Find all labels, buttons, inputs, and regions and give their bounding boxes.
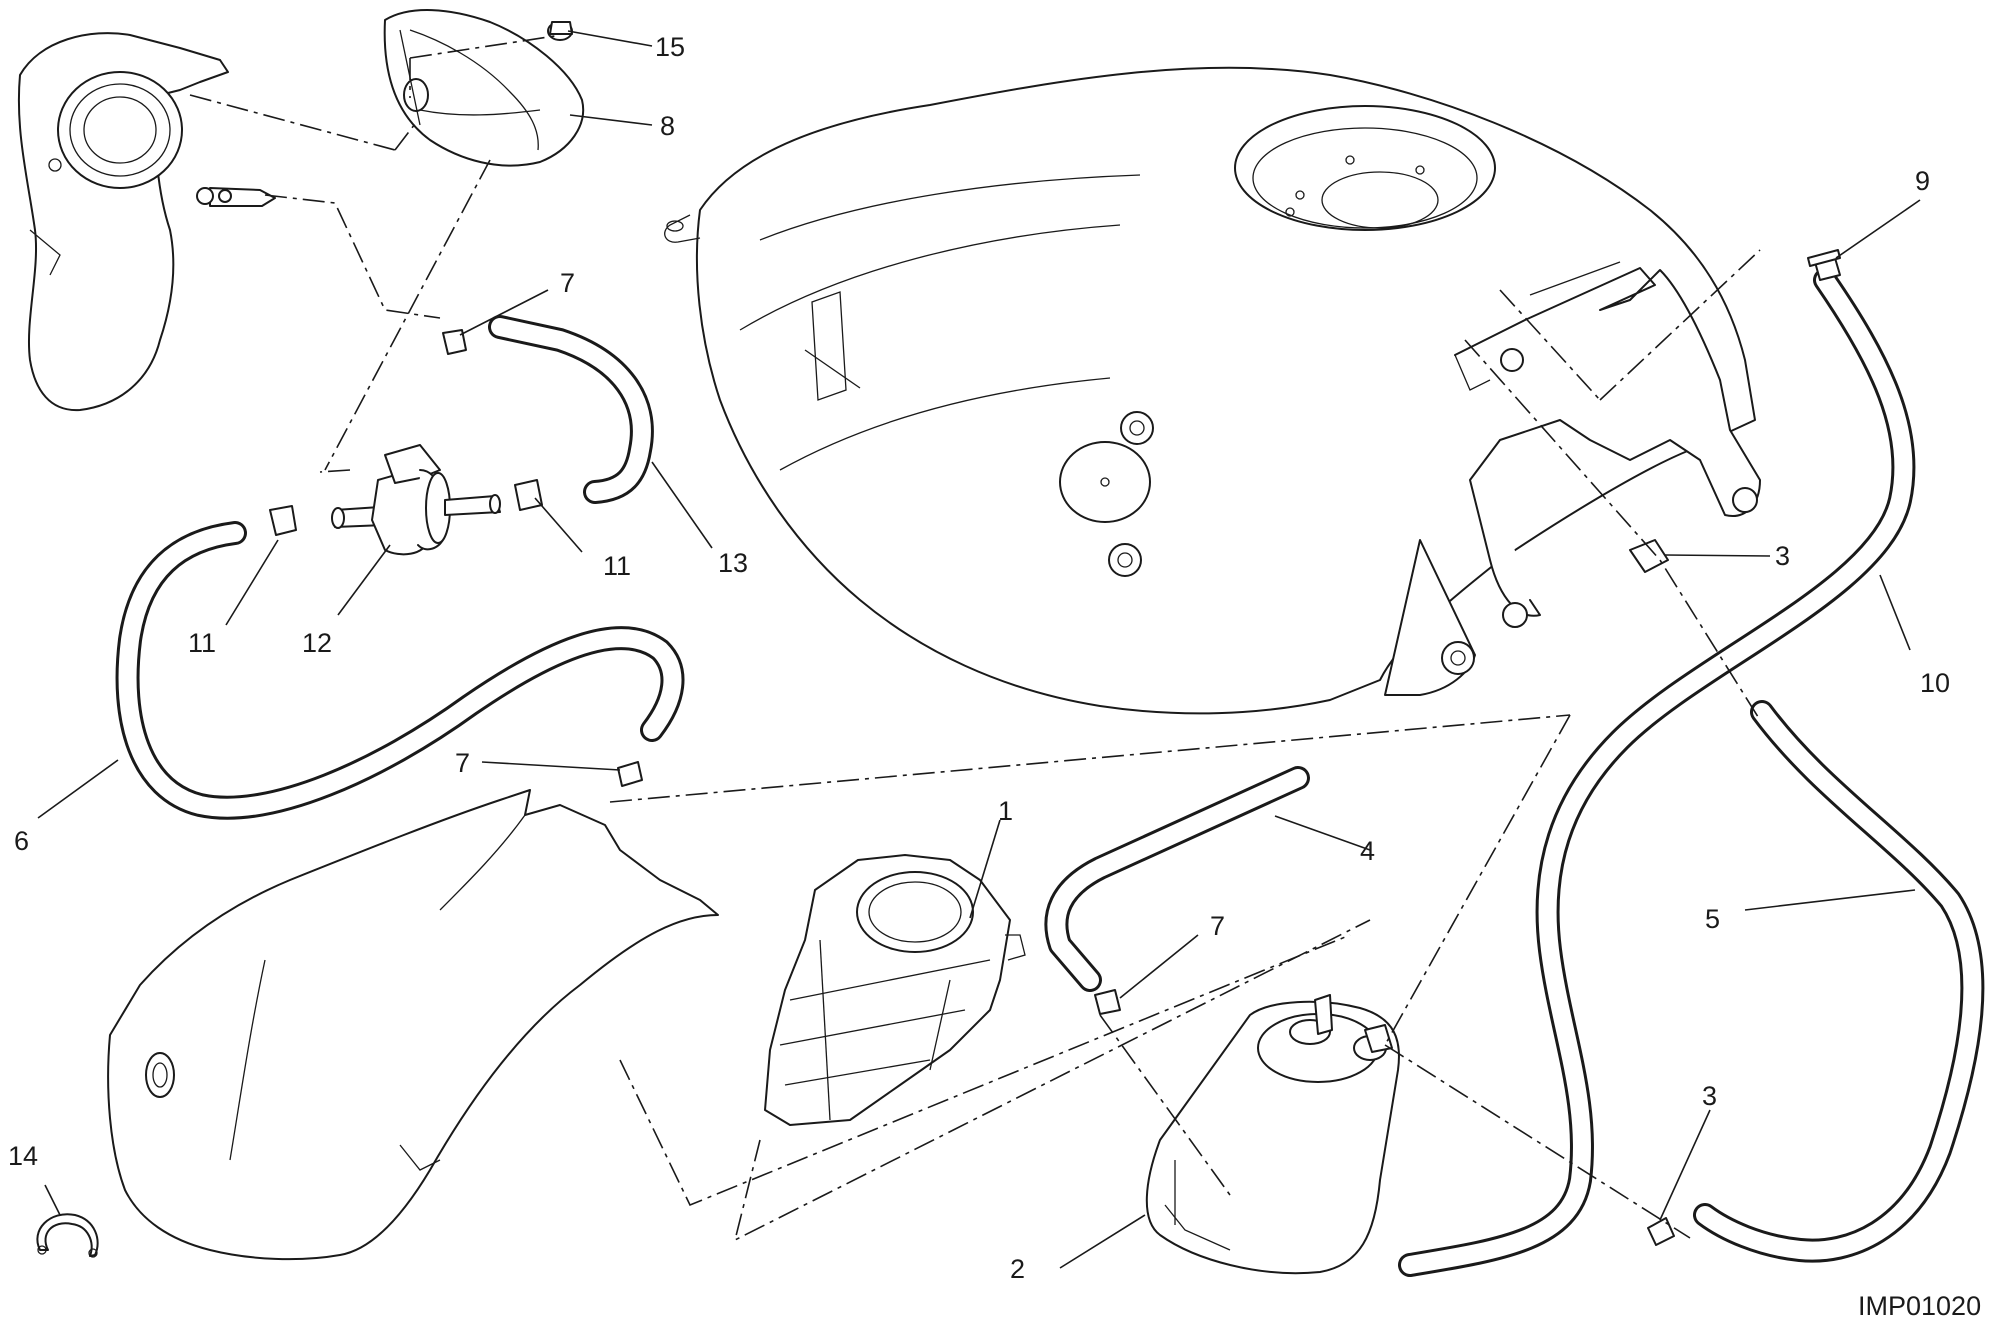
callout-8: 8 — [660, 111, 675, 141]
callout-11: 11 — [603, 551, 631, 581]
callout-leaders — [37, 30, 1921, 1269]
clip — [36, 1213, 99, 1258]
hose-6 — [115, 521, 685, 820]
callout-7: 7 — [1210, 911, 1225, 941]
hose-5 — [1693, 700, 1985, 1263]
callout-6: 6 — [14, 826, 29, 856]
heat-shield — [383, 9, 585, 167]
callout-13: 13 — [718, 548, 748, 578]
fuel-tank — [664, 66, 1761, 715]
callout-12: 12 — [302, 628, 332, 658]
callout-2: 2 — [1010, 1254, 1025, 1284]
callout-5: 5 — [1705, 904, 1720, 934]
callout-labels: 15 8 7 13 11 12 11 6 7 1 4 7 2 14 9 3 10… — [8, 32, 1981, 1321]
callout-7: 7 — [455, 748, 470, 778]
hose-4 — [1044, 766, 1310, 992]
callout-3: 3 — [1775, 541, 1790, 571]
callout-9: 9 — [1915, 166, 1930, 196]
callout-7: 7 — [560, 268, 575, 298]
callout-3: 3 — [1702, 1081, 1717, 1111]
callout-11: 11 — [188, 628, 216, 658]
assembly-guide-lines — [189, 35, 1761, 1242]
canister-bracket — [764, 854, 1026, 1126]
hose-10 — [1398, 268, 1916, 1277]
throttle-body — [17, 32, 276, 412]
callout-4: 4 — [1360, 836, 1375, 866]
hose-13 — [488, 315, 654, 504]
purge-valve — [331, 444, 501, 556]
connector — [1807, 249, 1841, 281]
drawing-code: IMP01020 — [1858, 1291, 1981, 1321]
callout-15: 15 — [655, 32, 685, 62]
charcoal-canister — [1145, 994, 1400, 1275]
callout-14: 14 — [8, 1141, 38, 1171]
cover-panel — [107, 789, 719, 1261]
callout-10: 10 — [1920, 668, 1950, 698]
callout-1: 1 — [998, 796, 1013, 826]
